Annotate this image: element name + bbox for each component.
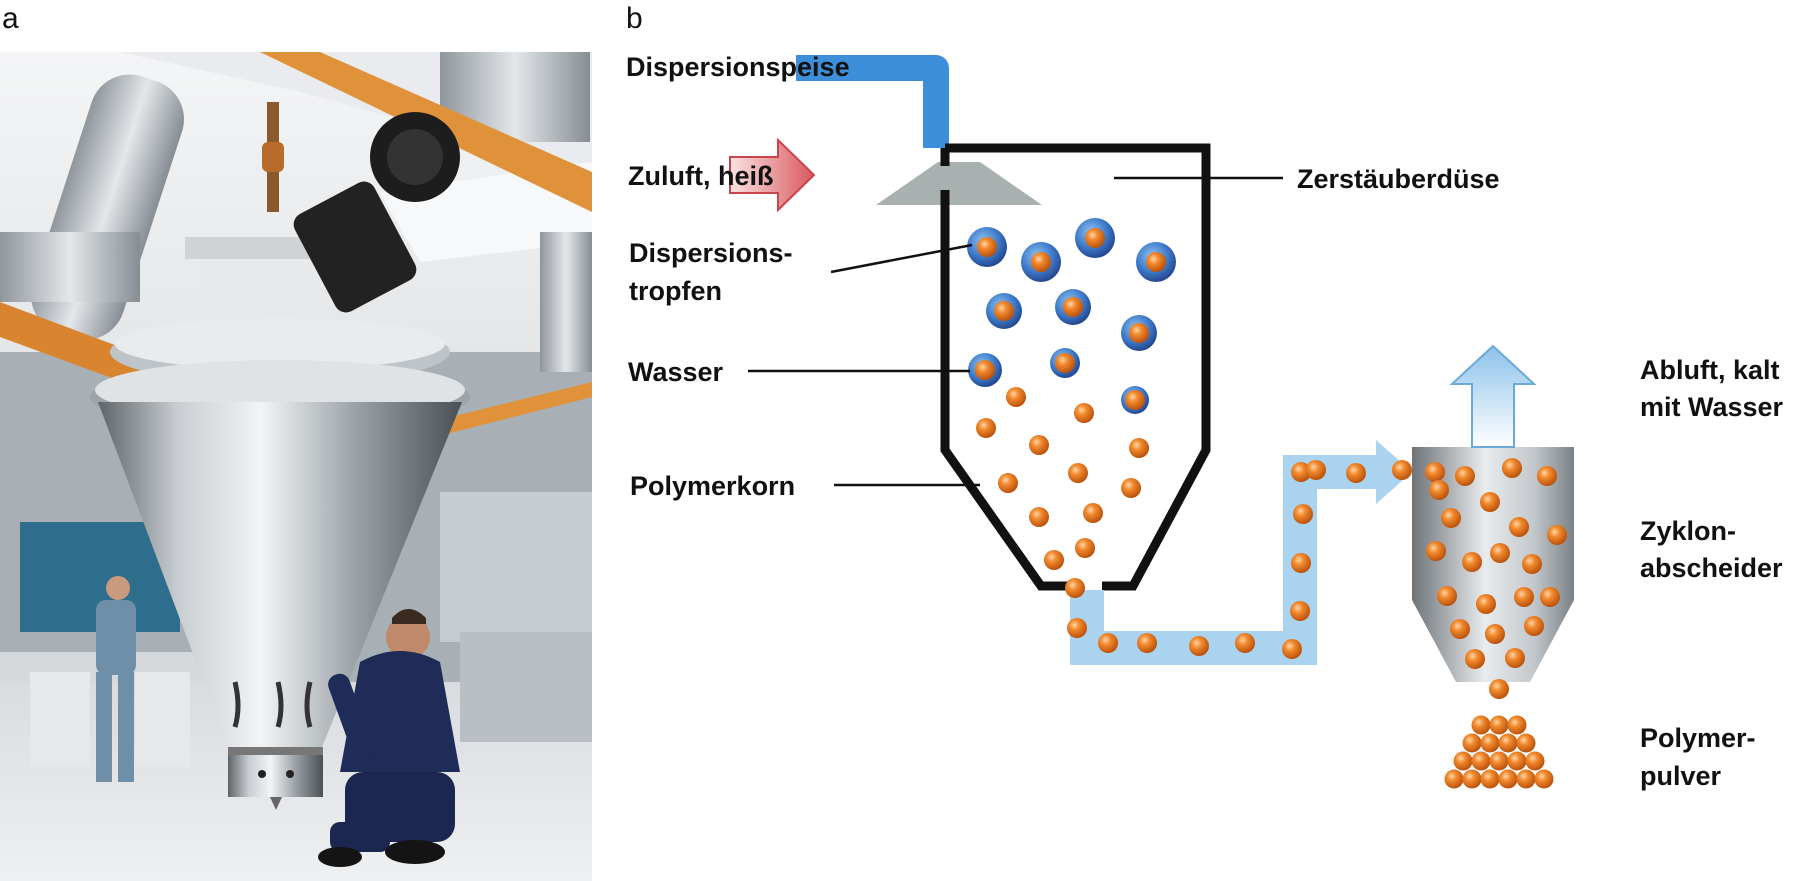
polymer-grains-cyclone bbox=[1425, 458, 1567, 699]
leader-lines bbox=[748, 176, 1283, 487]
label-exhaust-2: mit Wasser bbox=[1640, 392, 1784, 422]
label-nozzle: Zerstäuberdüse bbox=[1297, 164, 1500, 194]
drying-tower bbox=[940, 143, 1211, 591]
label-droplets-1: Dispersions- bbox=[629, 238, 793, 268]
polymer-grains-tower bbox=[976, 387, 1149, 570]
polymer-powder-pile bbox=[1444, 715, 1554, 789]
label-hot-air: Zuluft, heiß bbox=[628, 161, 773, 191]
panel-letter-a: a bbox=[2, 2, 19, 35]
spray-dryer-photo bbox=[0, 52, 592, 881]
exhaust-arrow bbox=[1449, 344, 1537, 448]
label-exhaust-1: Abluft, kalt bbox=[1640, 355, 1780, 385]
label-feed: Dispersionspeise bbox=[626, 52, 850, 82]
dispersion-droplets bbox=[967, 218, 1176, 414]
hot-air-arrow bbox=[729, 137, 816, 213]
label-cyclone-2: abscheider bbox=[1640, 553, 1783, 583]
spray-drying-diagram: Dispersionspeise Zuluft, heiß Zerstäuber… bbox=[626, 52, 1784, 791]
label-powder-1: Polymer- bbox=[1640, 723, 1756, 753]
label-polymer-grain: Polymerkorn bbox=[630, 471, 795, 501]
label-droplets-2: tropfen bbox=[629, 276, 722, 306]
feed-pipe bbox=[796, 55, 949, 148]
atomizer-nozzle bbox=[876, 162, 1042, 205]
label-powder-2: pulver bbox=[1640, 761, 1722, 791]
label-water: Wasser bbox=[628, 357, 724, 387]
transport-duct bbox=[1070, 455, 1378, 665]
panel-letter-b: b bbox=[626, 2, 643, 35]
polymer-grains-duct bbox=[1065, 460, 1412, 659]
label-cyclone-1: Zyklon- bbox=[1640, 516, 1736, 546]
